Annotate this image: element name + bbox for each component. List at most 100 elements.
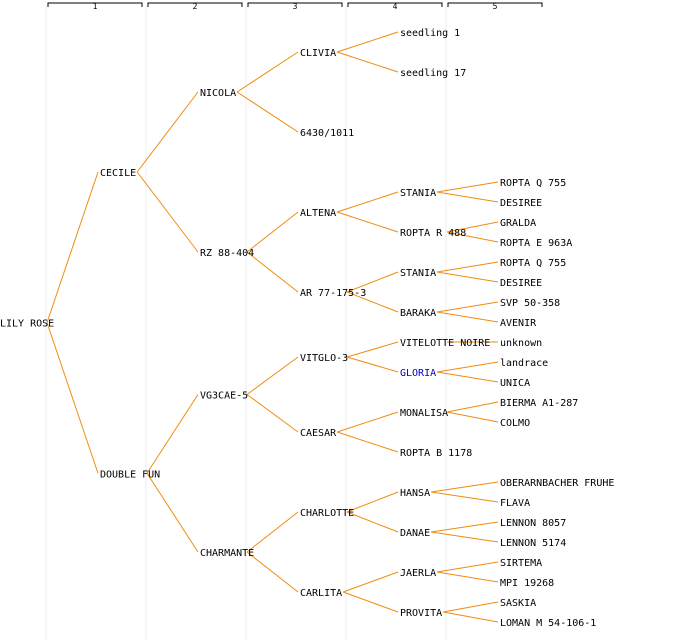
pedigree-edge	[236, 91, 299, 133]
pedigree-node[interactable]: seedling 17	[400, 68, 466, 79]
pedigree-edge	[437, 561, 499, 573]
pedigree-node[interactable]: ROPTA Q 755	[500, 258, 566, 269]
pedigree-edge	[46, 322, 99, 474]
pedigree-node[interactable]: DESIREE	[500, 198, 542, 209]
pedigree-edge	[146, 394, 199, 474]
pedigree-edge	[136, 91, 199, 173]
pedigree-node[interactable]: JAERLA	[400, 568, 436, 579]
pedigree-node[interactable]: SIRTEMA	[500, 558, 542, 569]
pedigree-node[interactable]: DESIREE	[500, 278, 542, 289]
pedigree-node[interactable]: 6430/1011	[300, 128, 354, 139]
pedigree-node[interactable]: DOUBLE FUN	[100, 469, 160, 480]
pedigree-node[interactable]: ROPTA E 963A	[500, 238, 572, 249]
pedigree-edge	[246, 394, 299, 433]
pedigree-edge	[443, 611, 499, 623]
pedigree-node[interactable]: VITELOTTE NOIRE	[400, 338, 490, 349]
pedigree-edge	[336, 51, 399, 73]
pedigree-node[interactable]: UNICA	[500, 378, 530, 389]
generation-label: 1	[93, 2, 98, 11]
pedigree-edge	[346, 491, 399, 513]
pedigree-node[interactable]: ROPTA Q 755	[500, 178, 566, 189]
pedigree-edge	[446, 221, 499, 233]
generation-bracket	[47, 2, 143, 7]
pedigree-edge	[336, 191, 399, 213]
generation-bracket	[447, 2, 543, 7]
generation-label: 5	[493, 2, 498, 11]
pedigree-node[interactable]: NICOLA	[200, 88, 236, 99]
pedigree-edge	[437, 371, 499, 383]
pedigree-node[interactable]: STANIA	[400, 268, 436, 279]
pedigree-edge	[346, 511, 399, 533]
pedigree-node[interactable]: seedling 1	[400, 28, 460, 39]
pedigree-edge	[336, 31, 399, 53]
generation-bracket	[147, 2, 243, 7]
pedigree-edge	[136, 171, 199, 253]
pedigree-node[interactable]: CECILE	[100, 168, 136, 179]
pedigree-node[interactable]: PROVITA	[400, 608, 442, 619]
pedigree-edge	[437, 311, 499, 323]
pedigree-node[interactable]: VITGLO-3	[300, 353, 348, 364]
pedigree-node[interactable]: LOMAN M 54-106-1	[500, 618, 596, 629]
pedigree-nodes: LILY ROSE CECILE NICOLA CLIVIA seedling 1 see…	[0, 28, 614, 629]
pedigree-edge	[336, 431, 399, 453]
pedigree-node[interactable]: CHARLOTTE	[300, 508, 354, 519]
pedigree-node[interactable]: SVP 50-358	[500, 298, 560, 309]
pedigree-node[interactable]: BIERMA A1-287	[500, 398, 578, 409]
generation-label: 2	[193, 2, 198, 11]
pedigree-edge	[437, 181, 499, 193]
pedigree-node[interactable]: COLMO	[500, 418, 530, 429]
pedigree-edge	[437, 191, 499, 203]
pedigree-edge	[236, 51, 299, 93]
pedigree-edge	[437, 571, 499, 583]
pedigree-edge	[437, 361, 499, 373]
generation-bracket	[347, 2, 443, 7]
pedigree-node[interactable]: DANAE	[400, 528, 430, 539]
pedigree-edge	[443, 601, 499, 613]
pedigree-edge	[246, 511, 299, 553]
pedigree-node[interactable]: FLAVA	[500, 498, 530, 509]
pedigree-node[interactable]: LENNON 8057	[500, 518, 566, 529]
pedigree-edge	[346, 341, 399, 358]
pedigree-node[interactable]: AR 77-175-3	[300, 288, 366, 299]
pedigree-node[interactable]: ALTENA	[300, 208, 336, 219]
pedigree-node[interactable]: landrace	[500, 358, 548, 369]
pedigree-node[interactable]: RZ 88-404	[200, 248, 254, 259]
pedigree-edge	[246, 211, 299, 253]
pedigree-edge	[437, 261, 499, 273]
pedigree-node[interactable]: AVENIR	[500, 318, 537, 329]
generation-label: 4	[393, 2, 398, 11]
pedigree-edge	[437, 271, 499, 283]
pedigree-node[interactable]: CLIVIA	[300, 48, 336, 59]
pedigree-node[interactable]: CAESAR	[300, 428, 337, 439]
generation-bracket	[247, 2, 343, 7]
pedigree-node[interactable]: CARLITA	[300, 588, 342, 599]
pedigree-edge	[346, 356, 399, 373]
pedigree-edge	[46, 171, 99, 323]
pedigree-node[interactable]: MONALISA	[400, 408, 448, 419]
pedigree-node[interactable]: GRALDA	[500, 218, 536, 229]
pedigree-node[interactable]: VG3CAE-5	[200, 391, 248, 402]
pedigree-edge	[246, 251, 299, 293]
pedigree-edge	[146, 472, 199, 553]
pedigree-edge	[446, 411, 499, 423]
pedigree-node[interactable]: LENNON 5174	[500, 538, 566, 549]
pedigree-node[interactable]: BARAKA	[400, 308, 436, 319]
pedigree-edge	[431, 481, 499, 493]
pedigree-node[interactable]: SASKIA	[500, 598, 536, 609]
pedigree-node[interactable]: LILY ROSE	[0, 319, 54, 330]
pedigree-edge	[336, 211, 399, 233]
pedigree-node[interactable]: OBERARNBACHER FRUHE	[500, 478, 614, 489]
pedigree-node[interactable]: STANIA	[400, 188, 436, 199]
pedigree-node[interactable]: ROPTA R 488	[400, 228, 466, 239]
pedigree-node[interactable]: ROPTA B 1178	[400, 448, 472, 459]
pedigree-edge	[437, 301, 499, 313]
pedigree-node[interactable]: CHARMANTE	[200, 548, 254, 559]
pedigree-node[interactable]: unknown	[500, 338, 542, 349]
pedigree-node[interactable]: GLORIA	[400, 368, 436, 379]
pedigree-node[interactable]: HANSA	[400, 488, 430, 499]
pedigree-edge	[446, 231, 499, 243]
pedigree-edge	[446, 401, 499, 413]
pedigree-node[interactable]: MPI 19268	[500, 578, 554, 589]
pedigree-edge	[342, 591, 399, 613]
